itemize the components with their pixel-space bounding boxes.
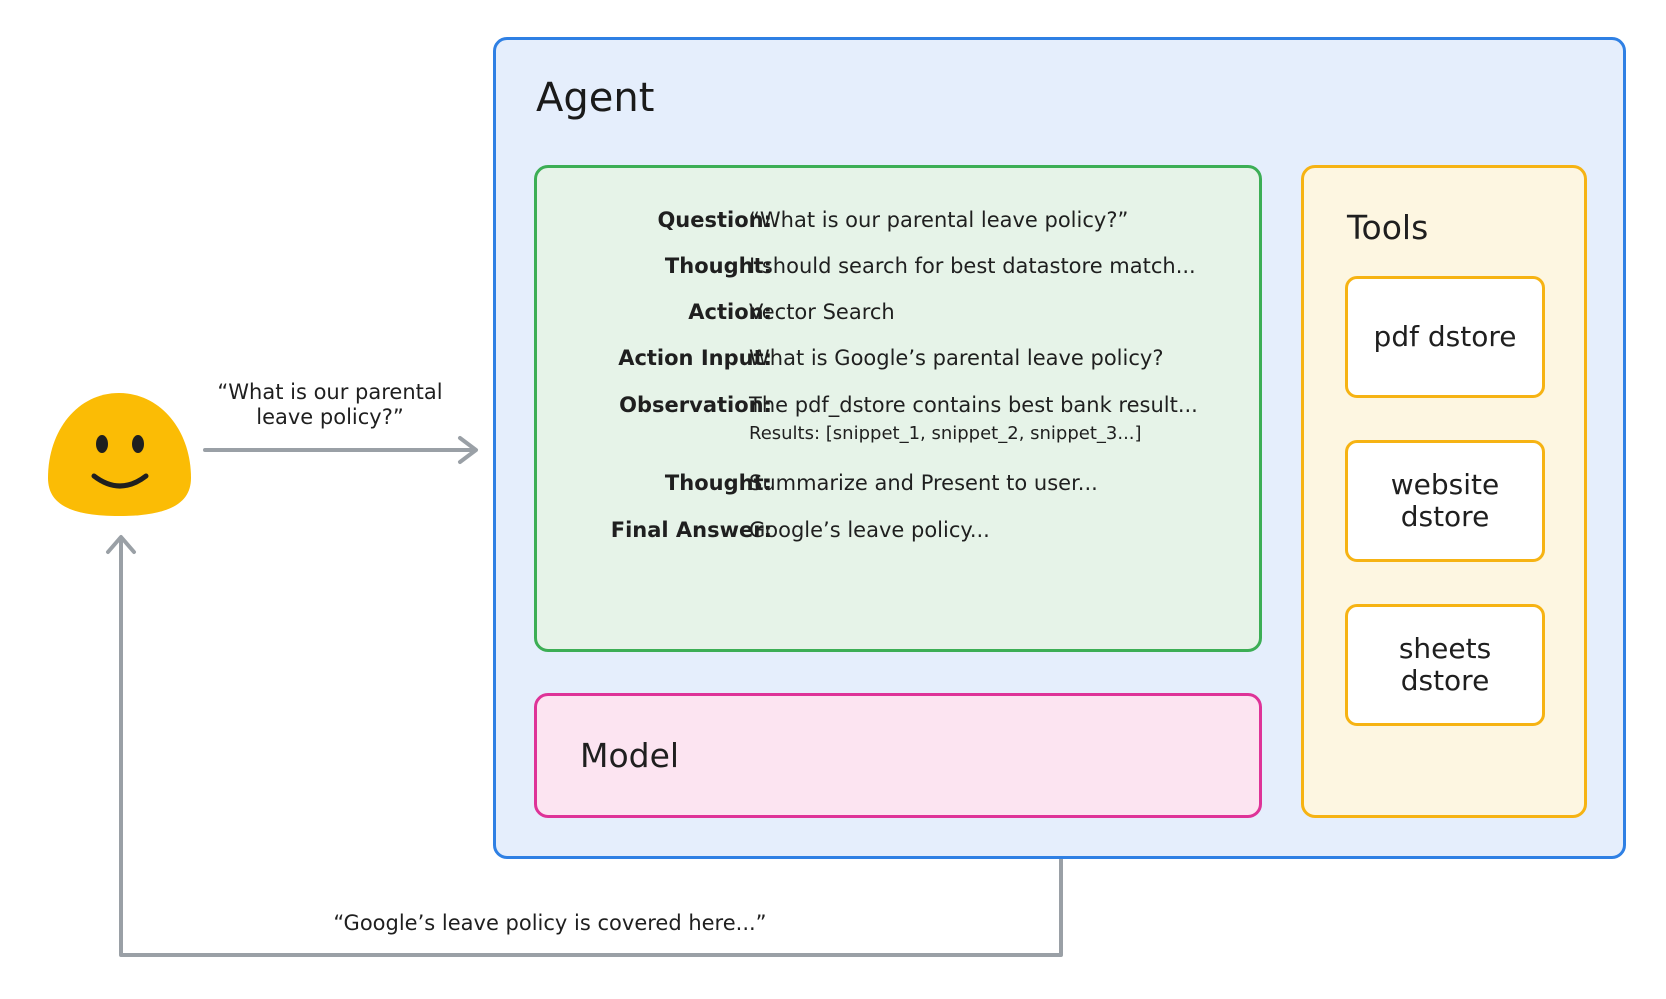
tool-card-pdf-dstore: pdf dstore bbox=[1345, 276, 1545, 398]
response-arrow bbox=[106, 535, 1063, 957]
row-value: Google’s leave policy... bbox=[749, 518, 990, 542]
row-value: What is Google’s parental leave policy? bbox=[749, 346, 1164, 370]
reasoning-row-question: Question: “What is our parental leave po… bbox=[537, 203, 1265, 237]
tool-card-sheets-dstore: sheets dstore bbox=[1345, 604, 1545, 726]
row-label: Action Input: bbox=[618, 346, 772, 370]
tool-label: pdf dstore bbox=[1373, 320, 1517, 353]
query-label: “What is our parental leave policy?” bbox=[217, 380, 443, 429]
smiley-face-icon bbox=[48, 393, 191, 516]
reasoning-row-thought: Thought: I should search for best datast… bbox=[537, 249, 1265, 283]
row-label: Observation: bbox=[619, 393, 772, 417]
query-arrow bbox=[203, 436, 478, 464]
reasoning-row-action-input: Action Input: What is Google’s parental … bbox=[537, 341, 1265, 375]
tools-box: Tools pdf dstore website dstore sheets d… bbox=[1301, 165, 1587, 818]
row-value: I should search for best datastore match… bbox=[749, 254, 1196, 278]
agent-title: Agent bbox=[536, 75, 655, 121]
row-label: Thought: bbox=[664, 254, 772, 278]
row-value: Vector Search bbox=[749, 300, 895, 324]
reasoning-row-thought-2: Thought: Summarize and Present to user..… bbox=[537, 466, 1265, 500]
reasoning-row-observation: Observation: The pdf_dstore contains bes… bbox=[537, 388, 1265, 444]
row-sub-value: Results: [snippet_1, snippet_2, snippet_… bbox=[749, 423, 1142, 444]
model-box: Model bbox=[534, 693, 1262, 818]
row-label: Action: bbox=[688, 300, 772, 324]
row-value: “What is our parental leave policy?” bbox=[749, 208, 1129, 232]
row-label: Final Answer: bbox=[610, 518, 772, 542]
reasoning-row-final-answer: Final Answer: Google’s leave policy... bbox=[537, 513, 1265, 547]
tool-label: website dstore bbox=[1390, 468, 1500, 533]
row-value: Summarize and Present to user... bbox=[749, 471, 1098, 495]
row-label: Thought: bbox=[664, 471, 772, 495]
tool-card-website-dstore: website dstore bbox=[1345, 440, 1545, 562]
reasoning-row-action: Action: Vector Search bbox=[537, 295, 1265, 329]
tool-label: sheets dstore bbox=[1398, 632, 1492, 697]
model-label: Model bbox=[580, 736, 680, 775]
row-label: Question: bbox=[657, 208, 772, 232]
row-value: The pdf_dstore contains best bank result… bbox=[749, 393, 1198, 417]
tools-title: Tools bbox=[1347, 208, 1429, 247]
reasoning-trace-box: Question: “What is our parental leave po… bbox=[534, 165, 1262, 652]
response-label: “Google’s leave policy is covered here..… bbox=[333, 911, 767, 935]
